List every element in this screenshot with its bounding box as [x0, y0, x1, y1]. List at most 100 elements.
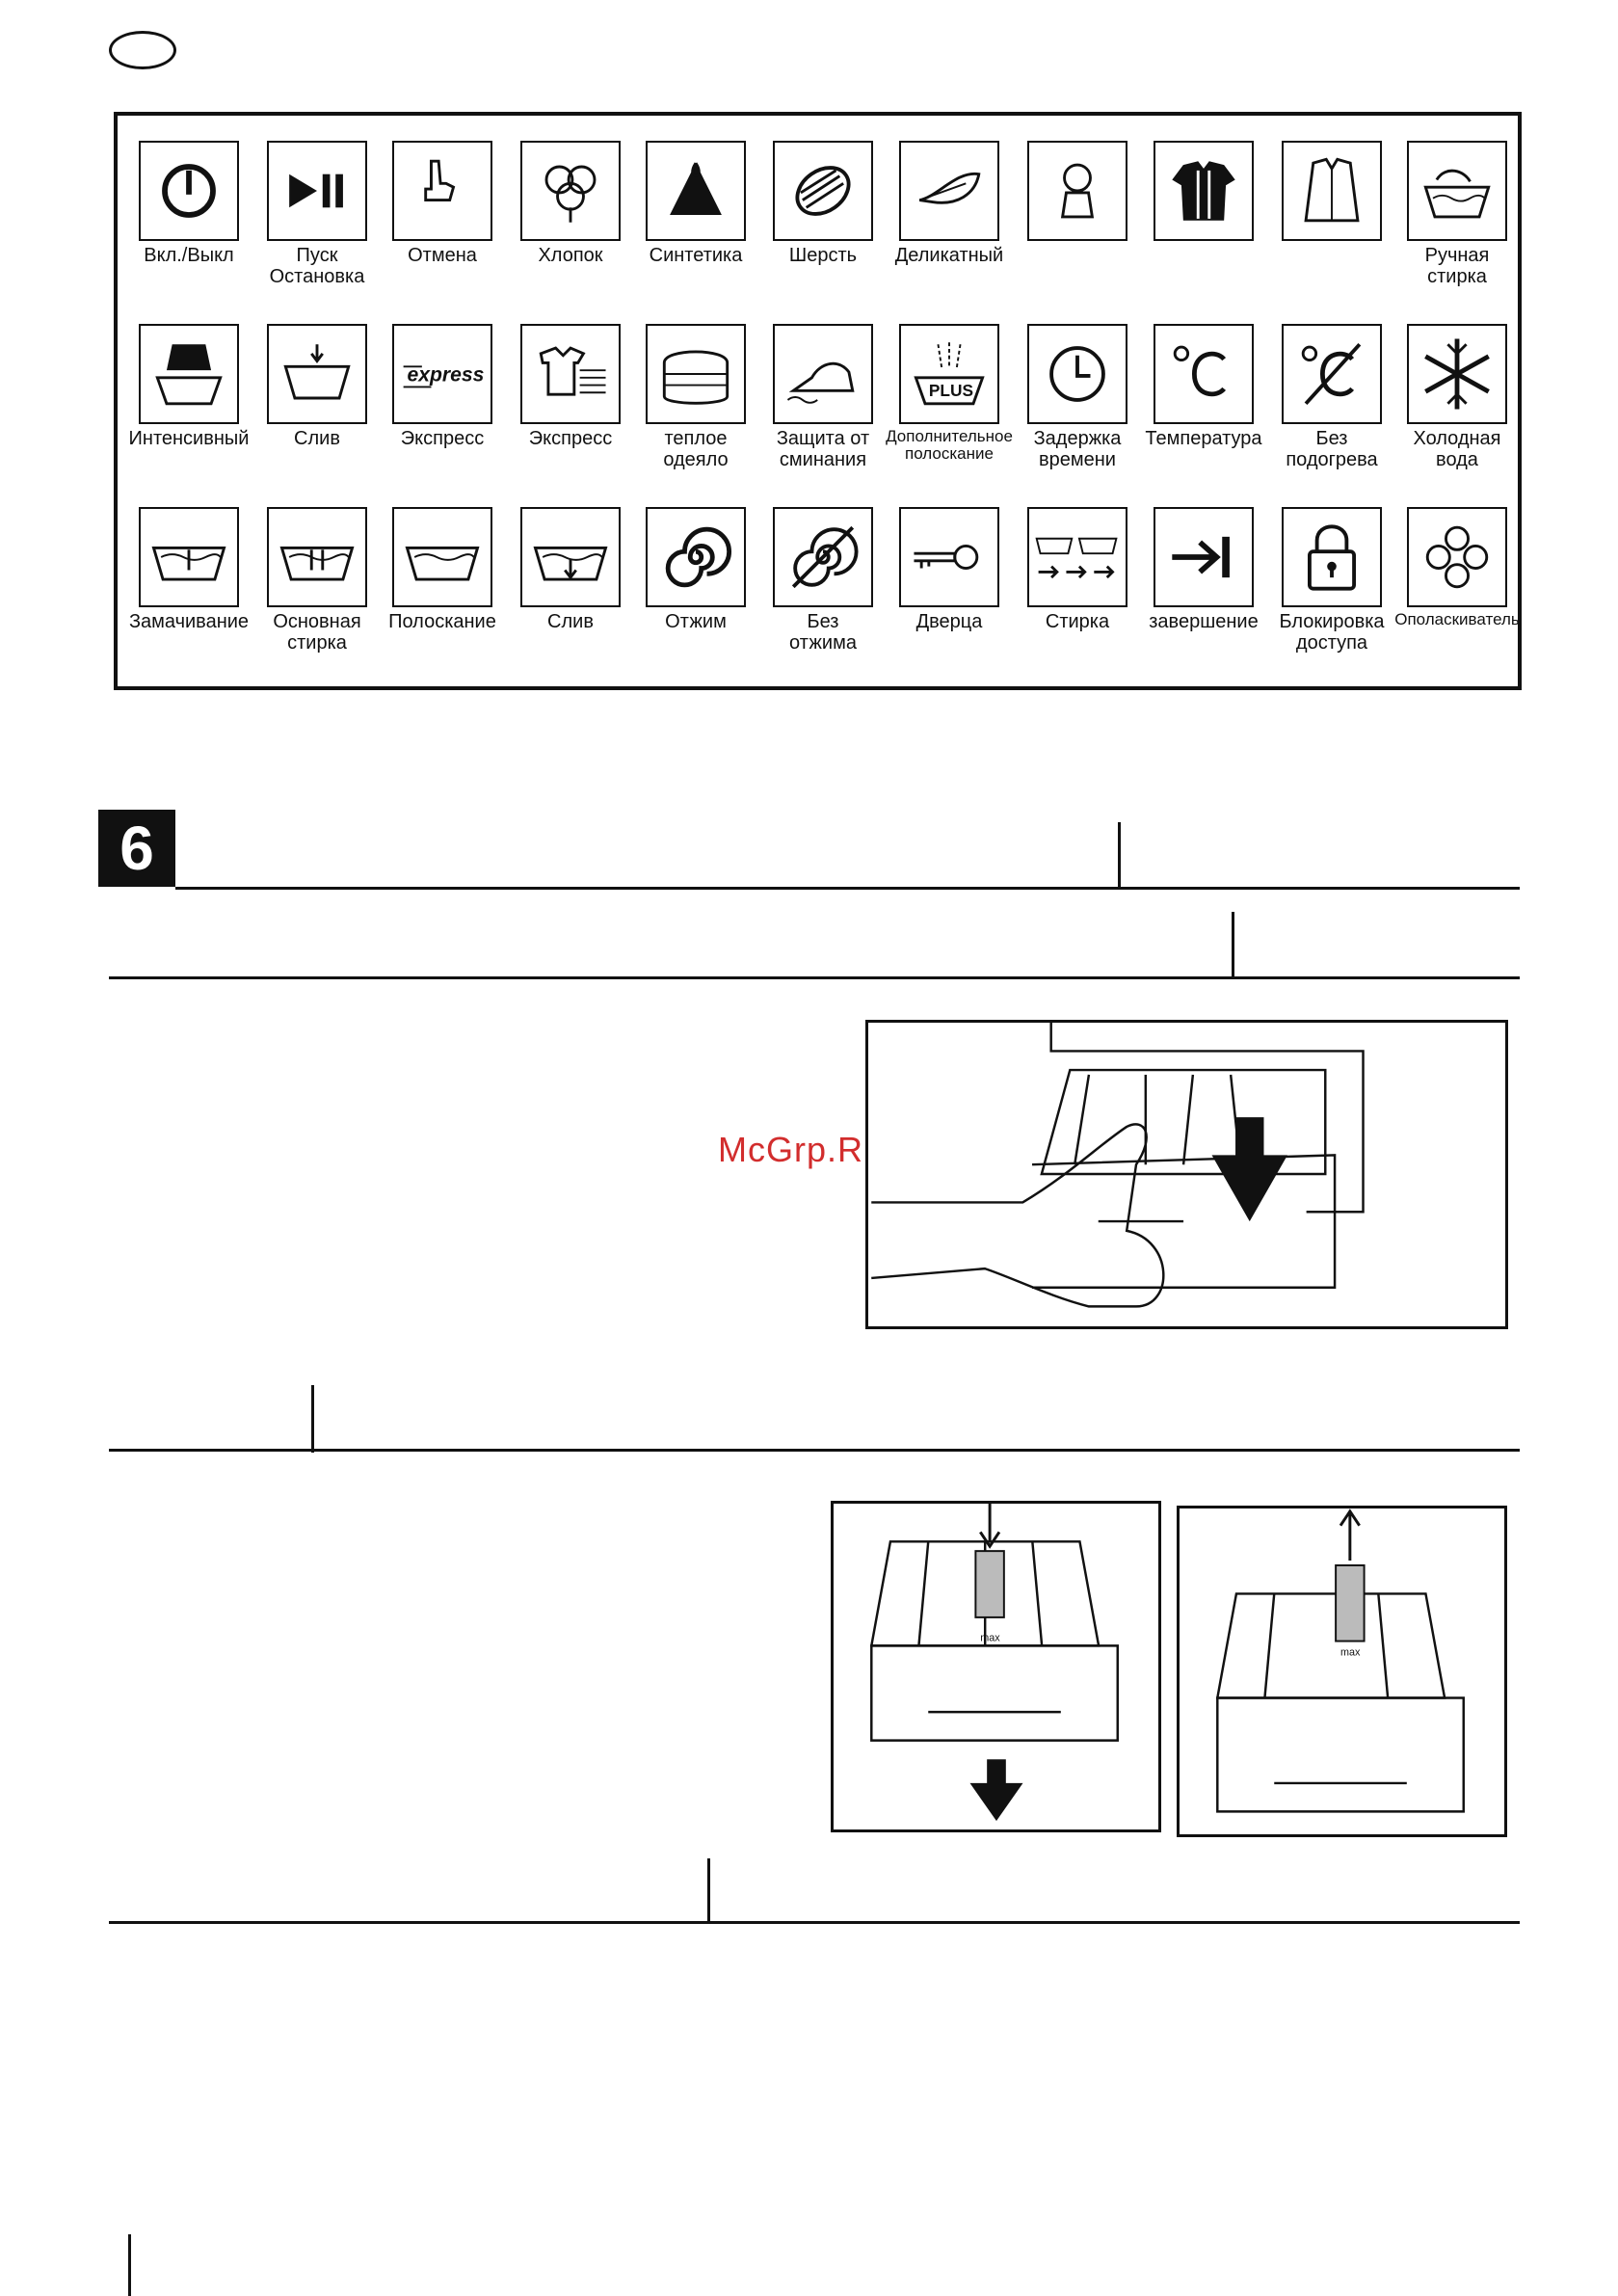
- express-shirt-icon: [520, 324, 621, 424]
- symbol-label-line: стирка: [287, 632, 347, 654]
- finger-press-label: Отмена: [363, 245, 521, 266]
- celsius-label: Температура: [1125, 428, 1283, 449]
- drawer-insert-down-illustration: max: [869, 1504, 1119, 1822]
- celsius-icon: [1154, 324, 1254, 424]
- symbol-label-line: Отмена: [408, 245, 477, 266]
- spin-label: Отжим: [617, 611, 775, 632]
- cotton-icon: [520, 141, 621, 241]
- symbol-label-line: Холодная: [1413, 428, 1501, 449]
- drawer-pull-illustration: [871, 1023, 1365, 1308]
- power-label: Вкл./Выкл: [110, 245, 268, 266]
- power-icon: [139, 141, 239, 241]
- wash-progress-label: Стирка: [998, 611, 1156, 632]
- anti-crease-iron-icon: [773, 324, 873, 424]
- blouse-icon: [1282, 141, 1382, 241]
- subsection-rule-1: [109, 976, 1520, 979]
- svg-text:PLUS: PLUS: [929, 381, 973, 400]
- drawer-insert-down-figure: max: [831, 1501, 1161, 1832]
- symbol-label-line: времени: [1039, 449, 1116, 470]
- wash-progress-icon: [1027, 507, 1127, 607]
- section-header-rule: [175, 887, 1520, 890]
- key-icon: [899, 507, 999, 607]
- end-label: завершение: [1125, 611, 1283, 632]
- snowflake-icon: [1407, 324, 1507, 424]
- express-label: Экспресс: [363, 428, 521, 449]
- symbol-label-line: Основная: [273, 611, 361, 632]
- prewash-tub-icon: [139, 507, 239, 607]
- hand-wash-icon: [1407, 141, 1507, 241]
- symbol-label-line: стирка: [1427, 266, 1487, 287]
- symbol-label-line: одеяло: [663, 449, 729, 470]
- symbol-label-line: Экспресс: [528, 428, 613, 449]
- key-label: Дверца: [870, 611, 1028, 632]
- delicate-feather-label: Деликатный: [870, 245, 1028, 266]
- symbol-label-line: Вкл./Выкл: [144, 245, 234, 266]
- drawer-insert-up-illustration: max: [1215, 1508, 1465, 1813]
- pull-arrow-icon: [969, 1759, 1023, 1822]
- symbol-label-line: Без: [807, 611, 839, 632]
- symbol-legend-panel: [114, 112, 1522, 690]
- symbol-label-line: Стирка: [1045, 611, 1110, 632]
- symbol-label-line: Температура: [1145, 428, 1262, 449]
- rinse-plus-icon: PLUS: [899, 324, 999, 424]
- symbol-label-line: Дверца: [915, 611, 983, 632]
- spin-icon: [646, 507, 746, 607]
- drain-icon: [267, 324, 367, 424]
- language-marker-oval: [109, 31, 176, 69]
- svg-text:express: express: [407, 364, 484, 387]
- symbol-label-line: Блокировка: [1279, 611, 1385, 632]
- subsection-rule-3: [109, 1921, 1520, 1924]
- drawer-insert-up-figure: max: [1177, 1506, 1507, 1837]
- up-arrow-icon: [1339, 1508, 1361, 1562]
- symbol-label-line: Защита от: [776, 428, 870, 449]
- rinse-tub-label: Полоскание: [363, 611, 521, 632]
- clock-icon: [1027, 324, 1127, 424]
- cotton-label: Хлопок: [491, 245, 650, 266]
- drain-label: Слив: [238, 428, 396, 449]
- no-heat-icon: [1282, 324, 1382, 424]
- section-header-divider: [1118, 822, 1121, 890]
- finger-press-icon: [392, 141, 492, 241]
- wool-icon: [773, 141, 873, 241]
- symbol-label-line: отжима: [789, 632, 857, 654]
- synthetic-label: Синтетика: [617, 245, 775, 266]
- symbol-label-line: Полоскание: [388, 611, 496, 632]
- drain-tub-icon: [520, 507, 621, 607]
- express-shirt-label: Экспресс: [491, 428, 650, 449]
- shirt-icon: [1154, 141, 1254, 241]
- baby-icon: [1027, 141, 1127, 241]
- symbol-label-line: Хлопок: [538, 245, 603, 266]
- blanket-icon: [646, 324, 746, 424]
- detergent-drawer-pull-figure: [865, 1020, 1508, 1329]
- softener-flower-label: Ополаскиватель: [1378, 611, 1536, 628]
- symbol-label-line: Деликатный: [894, 245, 1004, 266]
- symbol-label-line: Ручная: [1424, 245, 1490, 266]
- symbol-label-line: подогрева: [1286, 449, 1378, 470]
- intensive-wash-icon: [139, 324, 239, 424]
- symbol-label-line: Остановка: [269, 266, 365, 287]
- watermark: McGrp.Ru: [718, 1130, 885, 1169]
- symbol-label-line: Отжим: [665, 611, 727, 632]
- max-marking-2: max: [1340, 1646, 1361, 1658]
- drain-tub-label: Слив: [491, 611, 650, 632]
- symbol-label-line: вода: [1436, 449, 1478, 470]
- symbol-label-line: завершение: [1149, 611, 1259, 632]
- symbol-label-line: полоскание: [905, 444, 994, 463]
- padlock-icon: [1282, 507, 1382, 607]
- symbol-label-line: Слив: [294, 428, 340, 449]
- no-spin-icon: [773, 507, 873, 607]
- symbol-label-line: доступа: [1295, 632, 1368, 654]
- play-pause-icon: [267, 141, 367, 241]
- delicate-feather-icon: [899, 141, 999, 241]
- down-arrow-small-icon: [979, 1504, 1001, 1549]
